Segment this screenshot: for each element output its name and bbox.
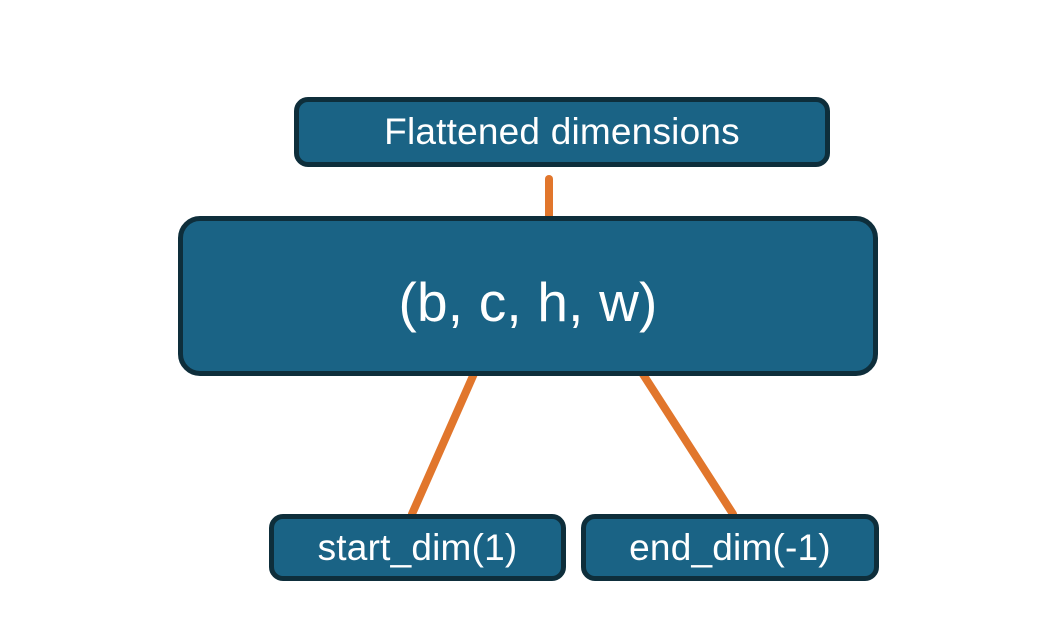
end-dim-label: end_dim(-1) [629, 526, 831, 568]
start-dim-box[interactable]: start_dim(1) [269, 514, 566, 581]
flattened-dimensions-label: Flattened dimensions [384, 111, 740, 152]
start-dim-label: start_dim(1) [317, 526, 518, 568]
flattened-dimensions-box[interactable]: Flattened dimensions [294, 97, 830, 167]
end-dim-box[interactable]: end_dim(-1) [581, 514, 879, 581]
tensor-shape-label: (b, c, h, w) [398, 271, 658, 333]
tensor-shape-box[interactable]: (b, c, h, w) [178, 216, 878, 376]
